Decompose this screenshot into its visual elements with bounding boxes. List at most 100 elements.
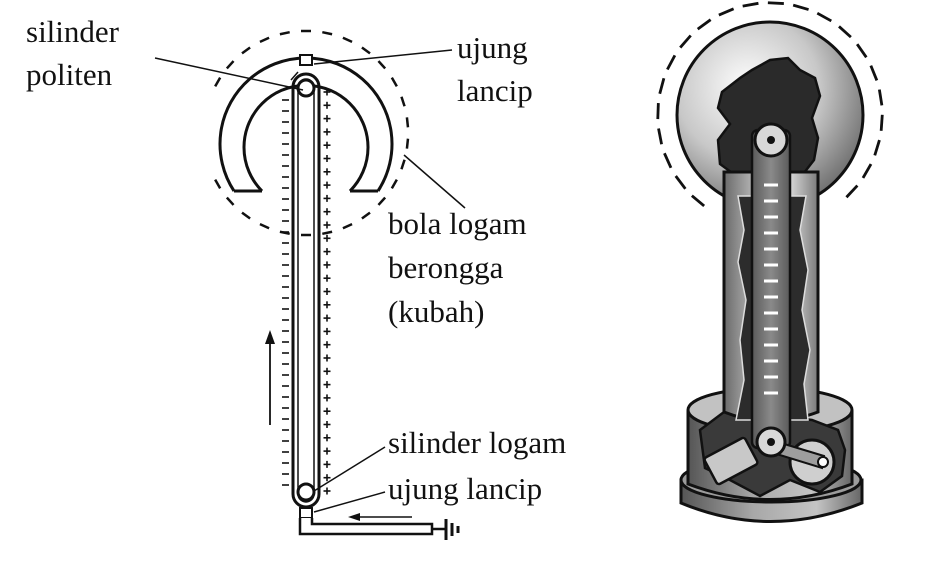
dome-negative-charge	[260, 38, 269, 42]
leader-silinder-logam	[314, 447, 385, 491]
belt-positive-charge	[324, 434, 331, 441]
top-comb	[300, 55, 312, 65]
dome-inner-arc	[244, 85, 368, 191]
dome-negative-charge	[260, 224, 269, 228]
dome-negative-charge	[378, 198, 385, 205]
sphere-negative-charge	[857, 44, 866, 57]
ground-wire	[300, 518, 432, 534]
sphere-negative-charge	[680, 35, 690, 47]
sphere-negative-charge	[793, 5, 808, 9]
label-silinder-politen-line1: silinder	[26, 15, 119, 49]
belt-positive-charge	[324, 474, 331, 481]
belt-positive-charge	[324, 115, 331, 122]
sphere-negative-charge	[879, 90, 882, 106]
dome-negative-charge	[343, 224, 352, 228]
belt-positive-charge	[324, 341, 331, 348]
bottom-pulley	[298, 484, 314, 500]
belt-positive-charge	[324, 368, 331, 375]
label-ujung-lancip-top-line1: ujung	[457, 31, 528, 65]
belt-inner	[298, 79, 314, 502]
label-berongga: berongga	[388, 251, 503, 285]
dome-negative-charge	[343, 38, 352, 42]
belt-positive-charge	[324, 168, 331, 175]
sphere-negative-charge	[659, 129, 662, 145]
leader-bola-logam	[404, 155, 465, 208]
belt-positive-charge	[324, 128, 331, 135]
sphere-negative-charge	[817, 13, 831, 21]
belt-positive-charge	[324, 208, 331, 215]
sphere-negative-charge	[658, 103, 659, 119]
belt-positive-charge	[324, 235, 331, 242]
current-arrow-head	[348, 513, 360, 521]
dome-negative-charge	[362, 213, 370, 219]
belt-positive-charge	[324, 288, 331, 295]
dome-negative-charge	[322, 232, 332, 234]
belt-positive-charge	[324, 102, 331, 109]
label-silinder-logam: silinder logam	[388, 426, 566, 460]
leader-ujung-lancip-top	[314, 50, 452, 64]
schematic	[155, 31, 465, 540]
dome-negative-charge	[362, 48, 370, 54]
belt-positive-charge	[324, 182, 331, 189]
sphere-negative-charge	[863, 164, 871, 178]
sphere-negative-charge	[664, 153, 671, 168]
sphere-negative-charge	[692, 196, 704, 206]
belt-positive-charge	[324, 155, 331, 162]
label-bola-logam: bola logam	[388, 207, 527, 241]
sphere-negative-charge	[667, 55, 675, 69]
belt-positive-charge	[324, 261, 331, 268]
belt-positive-charge	[324, 328, 331, 335]
label-ujung-lancip-bottom: ujung lancip	[388, 472, 542, 506]
dome-negative-charge	[215, 78, 220, 87]
sphere-negative-charge	[871, 66, 877, 81]
dome-negative-charge	[407, 117, 408, 127]
dome-negative-charge	[378, 61, 385, 68]
top-roller-hub	[767, 136, 775, 144]
illustration-belt	[752, 130, 790, 448]
sphere-negative-charge	[743, 3, 759, 6]
dome-negative-charge	[407, 139, 408, 149]
dome-negative-charge	[322, 32, 332, 34]
dome-negative-charge	[401, 160, 404, 170]
label-ujung-lancip-top-line2: lancip	[457, 74, 533, 108]
sphere-negative-charge	[839, 26, 851, 37]
belt-positive-charge	[324, 421, 331, 428]
belt-positive-charge	[324, 248, 331, 255]
dome-negative-charge	[227, 198, 234, 205]
belt-positive-charge	[324, 275, 331, 282]
bottom-comb	[300, 508, 312, 518]
label-kubah: (kubah)	[388, 295, 484, 329]
sphere-negative-charge	[698, 20, 711, 29]
belt-positive-charge	[324, 488, 331, 495]
top-pulley	[298, 80, 314, 96]
belt-positive-charge	[324, 355, 331, 362]
sphere-negative-charge	[768, 3, 784, 4]
dome-negative-charge	[242, 213, 250, 219]
belt-positive-charge	[324, 461, 331, 468]
belt-positive-charge	[324, 142, 331, 149]
sphere-negative-charge	[875, 140, 880, 155]
belt-positive-charge	[324, 381, 331, 388]
dome-negative-charge	[392, 78, 397, 87]
belt-left-charges	[282, 100, 289, 485]
ground-symbol	[432, 519, 458, 540]
belt-positive-charge	[324, 222, 331, 229]
belt-positive-charge	[324, 408, 331, 415]
sphere-negative-charge	[846, 186, 857, 198]
sphere-negative-charge	[719, 9, 734, 15]
dome-negative-charge	[401, 97, 404, 107]
dome-negative-charge	[242, 48, 250, 54]
sphere-negative-charge	[881, 115, 882, 131]
sphere-negative-charge	[676, 176, 686, 189]
leader-ujung-lancip-bottom	[314, 492, 385, 512]
dome-negative-charge	[215, 180, 220, 189]
label-silinder-politen-line2: politen	[26, 58, 112, 92]
belt-positive-charge	[324, 315, 331, 322]
belt-positive-charge	[324, 448, 331, 455]
belt-right-charges	[324, 89, 331, 495]
illustration	[658, 3, 882, 522]
belt-positive-charge	[324, 394, 331, 401]
dome-negative-charge	[392, 180, 397, 189]
motion-arrow-head	[265, 330, 275, 344]
belt-positive-charge	[324, 195, 331, 202]
